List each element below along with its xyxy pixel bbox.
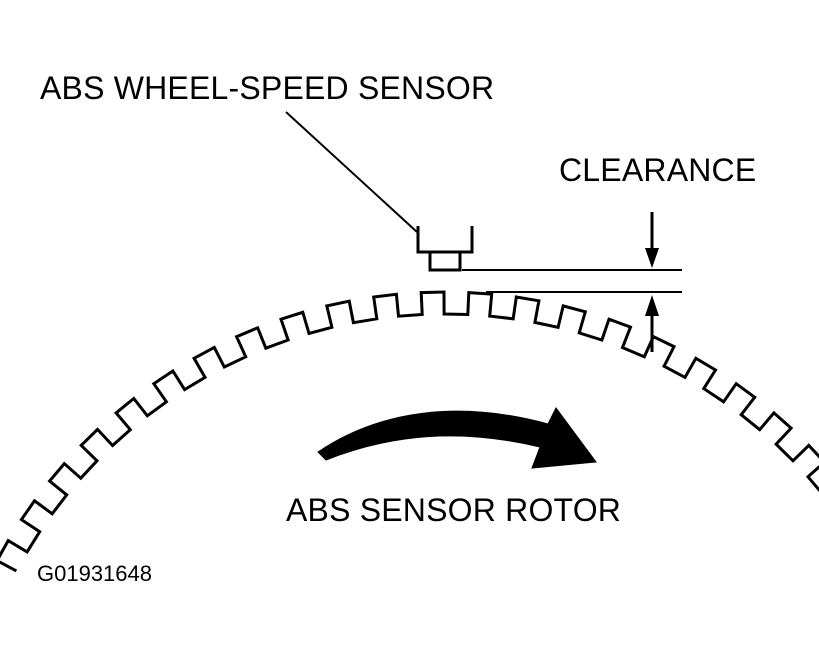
clearance-label: CLEARANCE [559, 152, 757, 188]
sensor-label: ABS WHEEL-SPEED SENSOR [40, 70, 495, 106]
figure-id: G01931648 [37, 561, 152, 586]
sensor-leader-line [285, 111, 418, 233]
rotation-arrow-icon [317, 407, 597, 469]
wheel-speed-sensor [416, 226, 474, 272]
clearance-arrow-down [645, 212, 659, 268]
sensor-rotor-teeth [0, 290, 819, 573]
clearance-arrow-up [645, 295, 659, 352]
rotor-label: ABS SENSOR ROTOR [286, 492, 622, 528]
